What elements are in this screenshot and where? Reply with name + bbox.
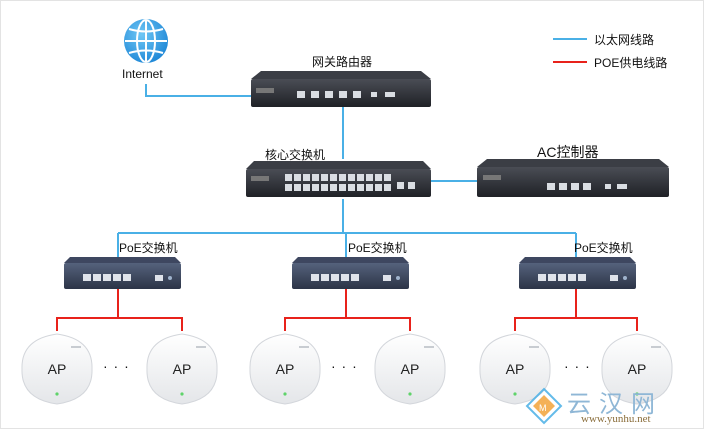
access-point-label: AP	[173, 361, 192, 377]
ap-ellipsis-2: · · ·	[331, 358, 358, 374]
poe-switch-3-label: PoE交换机	[574, 241, 633, 255]
core-switch-icon	[246, 161, 431, 197]
gateway-router-icon	[251, 71, 431, 107]
svg-text:M: M	[539, 403, 547, 413]
access-point-label: AP	[48, 361, 67, 377]
poe-switch-icon-2	[292, 257, 409, 289]
poe-switch-icon-3	[519, 257, 636, 289]
access-point-icon-5: AP	[479, 333, 551, 405]
access-point-label: AP	[506, 361, 525, 377]
poe-switch-1-label: PoE交换机	[119, 241, 178, 255]
core-switch-label: 核心交换机	[265, 148, 326, 162]
access-point-label: AP	[628, 361, 647, 377]
watermark-cn-text: 云汉网	[567, 392, 663, 418]
internet-label: Internet	[122, 67, 163, 81]
watermark-url-text: www.yunhu.net	[581, 413, 651, 425]
legend-ethernet-label: 以太网线路	[594, 33, 655, 47]
ethernet-links	[117, 84, 577, 259]
access-point-icon-6: AP	[601, 333, 673, 405]
access-point-icon-4: AP	[374, 333, 446, 405]
globe-icon	[124, 19, 168, 63]
access-point-label: AP	[276, 361, 295, 377]
gateway-router-label: 网关路由器	[312, 55, 373, 69]
internet-to-router-link	[145, 84, 251, 97]
poe-switch-icon-1	[64, 257, 181, 289]
ap-ellipsis-3: · · ·	[564, 358, 591, 374]
access-point-icon-1: AP	[21, 333, 93, 405]
poe-switch-2-label: PoE交换机	[348, 241, 407, 255]
poe-links	[56, 289, 638, 331]
ac-controller-label: AC控制器	[537, 144, 599, 160]
access-point-label: AP	[401, 361, 420, 377]
legend-poe-label: POE供电线路	[594, 56, 668, 70]
ac-controller-icon	[477, 159, 669, 197]
watermark-logo-icon: M	[525, 387, 563, 425]
access-point-icon-2: AP	[146, 333, 218, 405]
ap-ellipsis-1: · · ·	[103, 358, 130, 374]
access-point-icon-3: AP	[249, 333, 321, 405]
